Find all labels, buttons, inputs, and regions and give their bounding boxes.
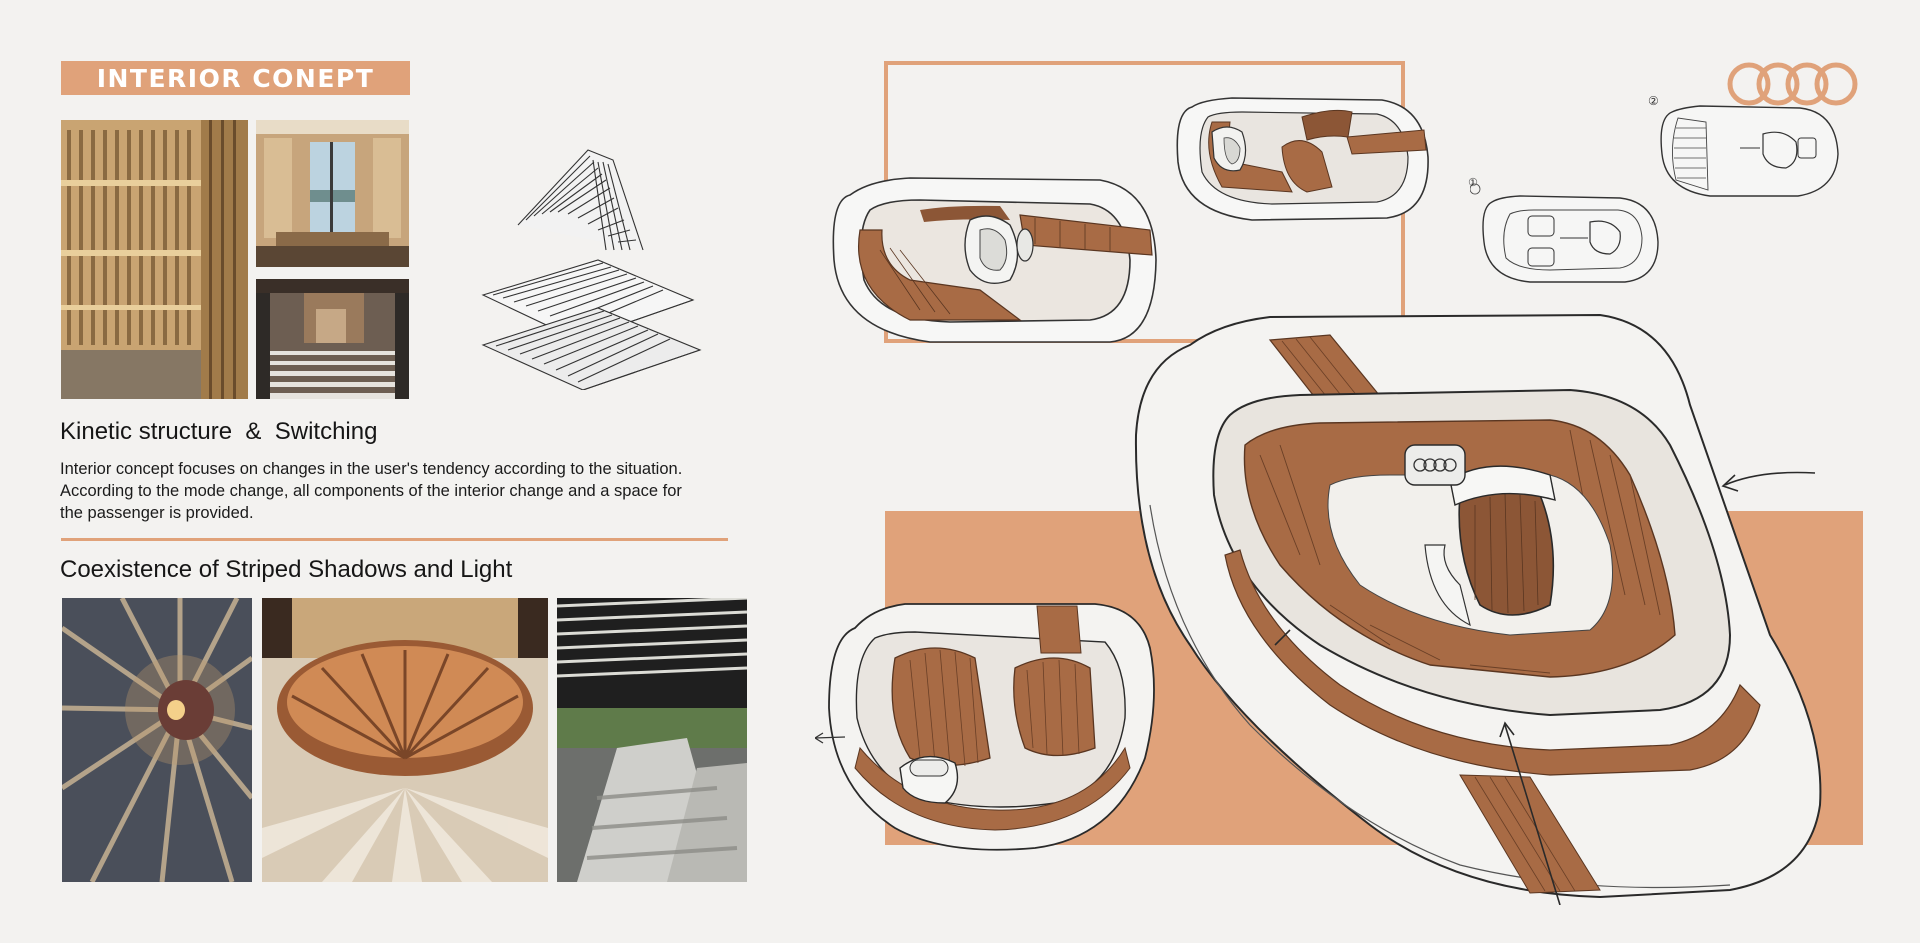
title-badge: INTERIOR CONEPT [61, 61, 410, 95]
photo-window-room [256, 120, 409, 267]
page-title: INTERIOR CONEPT [96, 63, 375, 93]
step-one-marker: ① [1468, 176, 1478, 189]
photo-fan-bowl [262, 598, 548, 882]
sketch-plan-view-two: ② [1648, 94, 1843, 203]
photo-slatted-corridor [61, 120, 248, 399]
sketch-cabin-lower-perspective [815, 598, 1165, 858]
folded-slat-structure-icon [478, 140, 708, 391]
kinetic-description-line: According to the mode change, all compon… [60, 482, 682, 500]
photo-radial-lamp [62, 598, 252, 882]
kinetic-description-line: Interior concept focuses on changes in t… [60, 460, 683, 478]
kinetic-description-line: the passenger is provided. [60, 504, 254, 522]
photo-car-interior-shadows [557, 598, 747, 882]
sketch-cabin-top-view-a [820, 170, 1160, 355]
kinetic-description: Interior concept focuses on changes in t… [60, 458, 760, 524]
sketch-cabin-main-perspective [1130, 305, 1830, 905]
shadows-heading: Coexistence of Striped Shadows and Light [60, 556, 513, 583]
section-divider [61, 538, 728, 541]
sketch-plan-view-one: ① [1468, 176, 1670, 292]
four-rings-logo-icon [1727, 61, 1859, 107]
sketch-cabin-top-view-b [1172, 92, 1432, 227]
photo-striped-corridor [256, 279, 409, 399]
step-two-marker: ② [1648, 94, 1659, 108]
kinetic-heading: Kinetic structure & Switching [60, 418, 378, 445]
